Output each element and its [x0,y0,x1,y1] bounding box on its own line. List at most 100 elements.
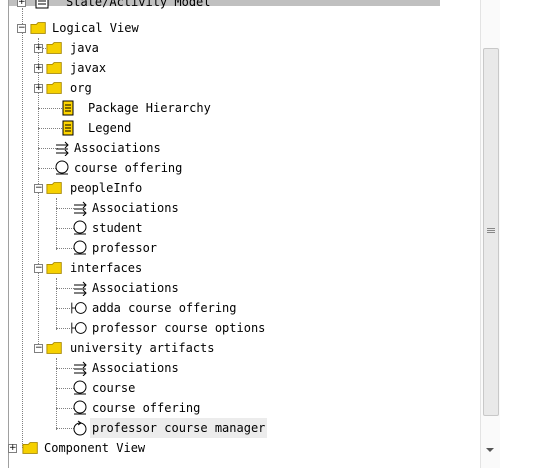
interface-icon [71,322,87,334]
tree-item-label: Associations [92,201,179,215]
tree-branch [38,128,64,129]
class-icon [73,400,87,415]
tree-item-university-artifacts[interactable]: − university artifacts [0,338,440,358]
folder-icon [22,442,38,454]
tree-item-package-hierarchy[interactable]: Package Hierarchy [0,98,440,118]
tree-item-org[interactable]: + org [0,78,440,98]
tree-item-label: Logical View [52,21,139,35]
tree-item-javax[interactable]: + javax [0,58,440,78]
tree-item-label: professor course manager [90,418,268,438]
expand-icon[interactable]: + [34,83,43,93]
tree-branch [56,368,74,369]
folder-icon [30,22,46,34]
grip-icon [487,232,495,233]
tree-item-logical-view[interactable]: − Logical View [0,18,440,38]
associations-icon [56,141,69,156]
grip-icon [487,230,495,231]
tree-item-professor-course-options[interactable]: professor course options [0,318,440,338]
package-folder-icon [46,82,62,94]
tree-branch [56,408,74,409]
browser-tree: + State/Activity Model − Logical View + … [0,0,440,468]
associations-icon [74,361,87,376]
tree-item-label: Associations [74,141,161,155]
tree-item-student[interactable]: student [0,218,440,238]
tree-item-professor[interactable]: professor [0,238,440,258]
tree-branch [38,148,58,149]
tree-item-label: interfaces [70,261,143,275]
tree-item-label: student [92,221,143,235]
class-icon [73,380,87,395]
package-folder-icon [46,62,62,74]
tree-branch [38,168,58,169]
tree-item-label: peopleInfo [70,181,143,195]
expand-icon[interactable]: + [34,43,43,53]
tree-item-label: course [92,381,136,395]
package-folder-icon [46,262,62,274]
associations-icon [74,201,87,216]
class-icon [73,220,87,235]
tree-item-label: Package Hierarchy [88,101,211,115]
tree-item-label: Component View [44,441,146,455]
tree-branch [56,208,74,209]
tree-item-label: course offering [92,401,201,415]
tree-branch [38,108,64,109]
tree-item-course-offering[interactable]: course offering [0,158,440,178]
collapse-icon[interactable]: − [17,23,26,33]
tree-item-associations[interactable]: Associations [0,358,440,378]
expand-icon[interactable]: + [34,63,43,73]
expand-icon[interactable]: + [8,443,17,453]
tree-item-adda-course-offering[interactable]: adda course offering [0,298,440,318]
tree-guide-line [22,8,23,448]
grip-icon [487,228,495,229]
tree-guide-line [38,38,39,350]
tree-item-associations[interactable]: Associations [0,278,440,298]
tree-item-course-offering[interactable]: course offering [0,398,440,418]
tree-item-label: Associations [92,281,179,295]
package-folder-icon [46,182,62,194]
class-icon [73,240,87,255]
class-icon [55,160,69,175]
tree-item-label: org [70,81,92,95]
tree-item-professor-course-manager[interactable]: professor course manager [0,418,440,438]
tree-item-interfaces[interactable]: − interfaces [0,258,440,278]
diagram-icon [35,0,49,9]
vertical-scrollbar[interactable] [480,0,500,468]
class-diagram-icon [62,120,74,136]
scroll-down-arrow-icon[interactable] [486,448,494,452]
tree-guide-line [56,358,57,430]
interface-icon [71,302,87,314]
tree-item-label: javax [70,61,107,75]
tree-item-label: State/Activity Model [66,0,211,9]
tree-item-peopleinfo[interactable]: − peopleInfo [0,178,440,198]
tree-item-java[interactable]: + java [0,38,440,58]
tree-branch [56,248,74,249]
tree-item-label: java [70,41,99,55]
tree-item-course[interactable]: course [0,378,440,398]
tree-item-associations[interactable]: Associations [0,198,440,218]
scrollbar-thumb[interactable] [483,48,499,416]
tree-item-state-activity-model[interactable]: + State/Activity Model [0,0,440,12]
tree-branch [56,328,70,329]
tree-item-label: university artifacts [70,341,215,355]
pane-border [0,0,9,468]
header-strip [0,0,440,6]
tree-item-component-view[interactable]: + Component View [0,438,440,458]
tree-branch [56,228,74,229]
expand-icon[interactable]: + [17,0,26,7]
package-folder-icon [46,42,62,54]
collapse-icon[interactable]: − [34,343,43,353]
package-folder-icon [46,342,62,354]
tree-branch [56,428,74,429]
control-class-icon [73,420,87,436]
tree-item-label: Associations [92,361,179,375]
tree-branch [56,308,70,309]
collapse-icon[interactable]: − [34,263,43,273]
collapse-icon[interactable]: − [34,183,43,193]
tree-item-legend[interactable]: Legend [0,118,440,138]
tree-guide-line [56,198,57,250]
associations-icon [74,281,87,296]
tree-item-associations[interactable]: Associations [0,138,440,158]
class-diagram-icon [62,100,74,116]
tree-item-label: adda course offering [92,301,237,315]
tree-branch [56,288,74,289]
